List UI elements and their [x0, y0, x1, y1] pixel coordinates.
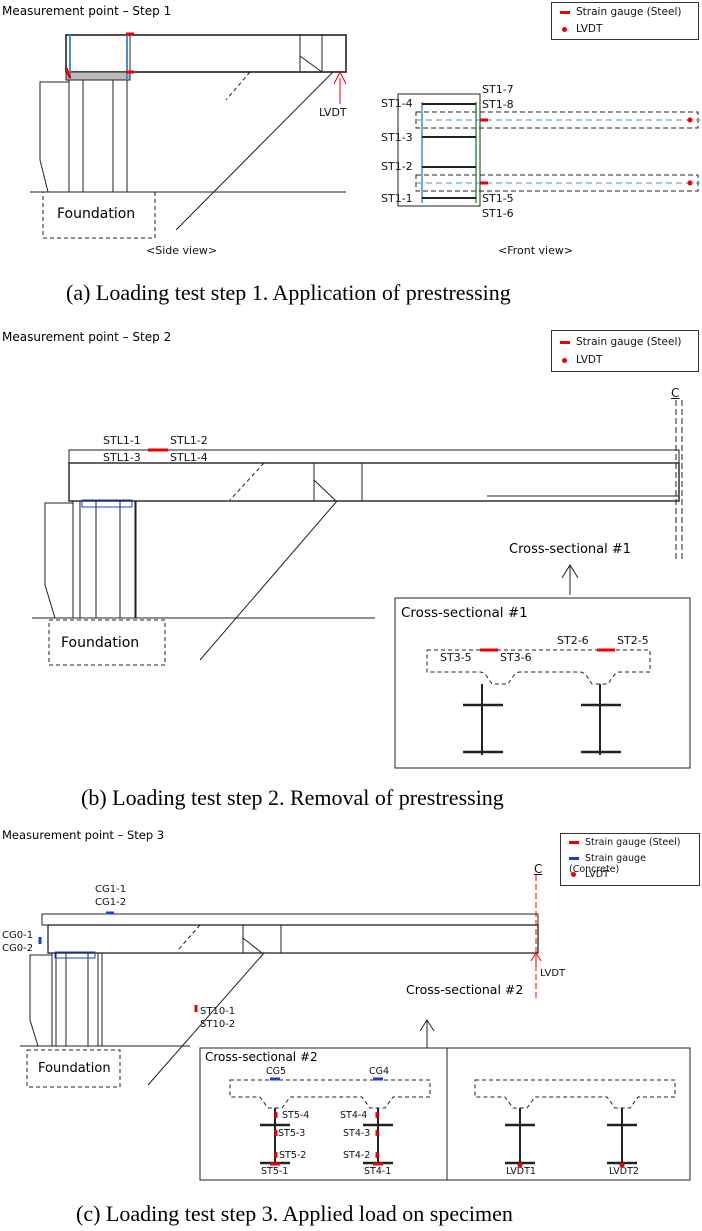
panel-b-section-label: Cross-sectional #1: [509, 542, 632, 557]
gauge-label: STL1-4: [170, 451, 208, 464]
gauge-label: ST5-4: [282, 1110, 310, 1121]
gauge-label: ST1-4: [381, 97, 413, 110]
panel-c-legend: Strain gauge (Steel) Strain gauge (Concr…: [560, 833, 700, 886]
panel-b-caption: (b) Loading test step 2. Removal of pres…: [81, 785, 504, 810]
lvdt-dot-icon: [562, 26, 567, 32]
panel-a-lvdt-label: LVDT: [319, 106, 347, 119]
steel-gauge-swatch: [569, 841, 579, 844]
gauge-label: CG1-1: [95, 884, 127, 895]
panel-a-front-view: <Front view>: [498, 244, 574, 257]
gauge-label: ST4-4: [340, 1110, 368, 1121]
gauge-label: ST1-7: [482, 83, 514, 96]
gauge-label: ST5-1: [261, 1166, 289, 1177]
gauge-label: ST3-6: [500, 651, 532, 664]
gauge-label: STL1-3: [103, 451, 141, 464]
panel-a-title: Measurement point – Step 1: [2, 4, 172, 18]
gauge-label: ST2-5: [617, 634, 649, 647]
lvdt-point: [517, 1162, 523, 1168]
gauge-label: CG5: [266, 1066, 287, 1077]
lvdt-point: [687, 117, 693, 123]
gauge-label: ST1-1: [381, 192, 413, 205]
gauge-label: CG1-2: [95, 897, 127, 908]
lvdt-point: [687, 180, 693, 186]
gauge-label: ST2-6: [557, 634, 589, 647]
gauge-label: ST4-1: [364, 1166, 392, 1177]
concrete-gauge-swatch: [569, 857, 579, 860]
gauge-label: ST3-5: [440, 651, 472, 664]
panel-a-side-view-drawing: [30, 34, 347, 239]
panel-c-lvdt-label: LVDT: [540, 968, 566, 979]
panel-c-title: Measurement point – Step 3: [2, 828, 165, 842]
strain-gauge-markers: [38, 32, 693, 1168]
panel-a-side-view: <Side view>: [146, 244, 218, 257]
legend-lvdt: LVDT: [576, 23, 603, 35]
panel-c-caption: (c) Loading test step 3. Applied load on…: [76, 1201, 513, 1226]
panel-b-title: Measurement point – Step 2: [2, 330, 172, 344]
legend-steel: Strain gauge (Steel): [585, 837, 681, 848]
legend-lvdt: LVDT: [576, 354, 603, 366]
steel-gauge-marker: [64, 67, 72, 79]
gauge-label: ST1-8: [482, 98, 514, 111]
panel-c-section-label: Cross-sectional #2: [406, 982, 524, 997]
panel-b-frame-drawing: [32, 400, 691, 769]
panel-a-caption: (a) Loading test step 1. Application of …: [66, 280, 511, 305]
legend-steel: Strain gauge (Steel): [576, 336, 682, 348]
steel-gauge-swatch: [560, 10, 570, 14]
gauge-label: STL1-1: [103, 434, 141, 447]
legend-concrete: Strain gauge (Concrete): [569, 853, 646, 875]
gauge-label: ST1-2: [381, 160, 413, 173]
legend-steel: Strain gauge (Steel): [576, 6, 682, 18]
panel-a-foundation: Foundation: [57, 206, 136, 222]
panel-b-foundation: Foundation: [61, 635, 140, 651]
centerline-mark: C: [534, 862, 543, 876]
panel-c-section-title: Cross-sectional #2: [205, 1050, 318, 1064]
steel-gauge-swatch: [560, 340, 570, 344]
gauge-label: ST4-3: [343, 1128, 371, 1139]
gauge-label: CG4: [369, 1066, 390, 1077]
gauge-label: ST10-1: [200, 1006, 236, 1017]
panel-b-section-title: Cross-sectional #1: [401, 605, 528, 621]
panel-c-foundation: Foundation: [38, 1061, 111, 1076]
panel-a-front-view-drawing: [397, 93, 700, 207]
lvdt-dot-icon: [571, 872, 576, 877]
lvdt-point: [619, 1162, 625, 1168]
gauge-label: ST1-6: [482, 207, 514, 220]
gauge-label: ST5-2: [279, 1150, 307, 1161]
panel-c-frame-drawing: [20, 875, 691, 1181]
gauge-label: CG0-1: [2, 930, 34, 941]
centerline-mark: C: [671, 386, 680, 400]
gauge-label: ST10-2: [200, 1019, 236, 1030]
legend-lvdt: LVDT: [585, 869, 609, 880]
gauge-label: ST1-3: [381, 131, 413, 144]
panel-a-legend: Strain gauge (Steel) LVDT: [551, 2, 699, 40]
gauge-label: STL1-2: [170, 434, 208, 447]
gauge-label: ST5-3: [278, 1128, 306, 1139]
gauge-label: ST4-2: [343, 1150, 371, 1161]
lvdt-dot-icon: [562, 357, 567, 363]
panel-b-legend: Strain gauge (Steel) LVDT: [551, 330, 699, 372]
gauge-label: LVDT1: [506, 1166, 536, 1177]
gauge-label: ST1-5: [482, 192, 514, 205]
gauge-label: LVDT2: [609, 1166, 639, 1177]
gauge-label: CG0-2: [2, 943, 34, 954]
